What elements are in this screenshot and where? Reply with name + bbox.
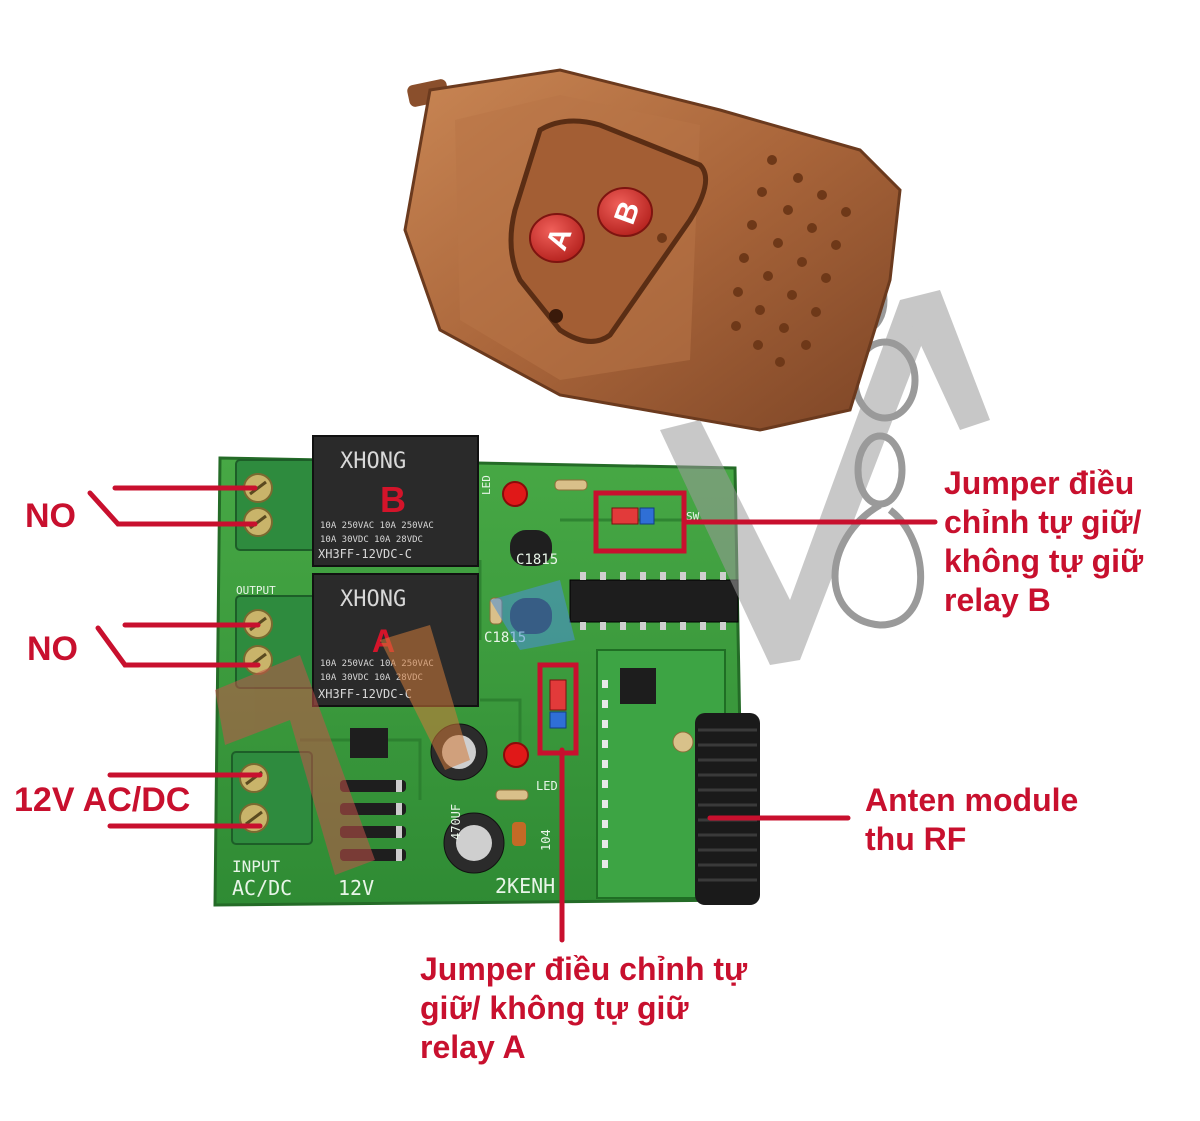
silkscreen-470uf: 470UF <box>449 804 463 840</box>
power-label: 12V AC/DC <box>14 781 191 819</box>
jumper-a-label-line-3: relay A <box>420 1029 526 1066</box>
silkscreen-acdc: AC/DC <box>232 876 292 900</box>
jumper-a[interactable] <box>549 679 567 729</box>
jumper-b[interactable] <box>611 507 655 525</box>
jumper-b-label-line-4: relay B <box>944 582 1051 619</box>
jumper-b-label-line-2: chỉnh tự giữ/ <box>944 504 1142 541</box>
relay-a-rating-1: 10A 250VAC 10A 250VAC <box>320 659 434 669</box>
input-terminal-block <box>231 751 313 845</box>
silkscreen-input: INPUT <box>232 857 281 876</box>
jumper-b-label-line-1: Jumper điều <box>944 465 1135 501</box>
antenna-label: Anten module thu RF <box>865 781 1078 859</box>
relay-b: XHONG B 10A 250VAC 10A 250VAC 10A 30VDC … <box>312 435 479 567</box>
remote-button-b[interactable]: B <box>597 187 653 237</box>
silkscreen-2kenh: 2KENH <box>495 874 555 898</box>
jumper-a-label-line-2: giữ/ không tự giữ <box>420 990 689 1027</box>
silkscreen-104: 104 <box>539 829 553 851</box>
antenna-label-line-1: Anten module <box>865 782 1079 818</box>
silkscreen-c1815-a: C1815 <box>516 552 558 568</box>
ic-chip <box>569 572 739 630</box>
jumper-b-label: Jumper điều chỉnh tự giữ/ không tự giữ r… <box>944 464 1143 620</box>
relay-a-rating-2: 10A 30VDC 10A 28VDC <box>320 673 423 683</box>
relay-b-brand: XHONG <box>340 449 406 474</box>
no-label-top: NO <box>25 497 76 535</box>
silkscreen-output: OUTPUT <box>236 584 276 597</box>
remote-control: A B <box>403 68 925 629</box>
regulator-icon <box>350 728 388 758</box>
jumper-a-label: Jumper điều chỉnh tự giữ/ không tự giữ r… <box>420 950 747 1067</box>
jumper-b-highlight <box>593 490 687 554</box>
antenna-coil <box>695 713 760 905</box>
no-label-bottom: NO <box>27 630 78 668</box>
remote-led <box>549 309 563 323</box>
relay-a-model: XH3FF-12VDC-C <box>318 687 412 701</box>
relay-a: XHONG A 10A 250VAC 10A 250VAC 10A 30VDC … <box>312 573 479 707</box>
antenna-label-line-2: thu RF <box>865 821 967 858</box>
jumper-b-label-line-3: không tự giữ <box>944 543 1144 580</box>
relay-b-model: XH3FF-12VDC-C <box>318 547 412 561</box>
silkscreen-led-bottom: LED <box>536 779 558 793</box>
annotation-lines <box>87 485 938 943</box>
jumper-a-highlight <box>537 662 579 756</box>
relay-a-brand: XHONG <box>340 587 406 612</box>
relay-b-marker: B <box>380 479 406 520</box>
relay-b-rating-2: 10A 30VDC 10A 28VDC <box>320 535 423 545</box>
watermark <box>215 290 990 875</box>
remote-grip-dots <box>731 155 851 367</box>
relay-b-rating-1: 10A 250VAC 10A 250VAC <box>320 521 434 531</box>
silkscreen-led-top: LED <box>480 475 493 495</box>
silkscreen-12v: 12V <box>338 876 374 900</box>
led-icon <box>502 481 529 768</box>
remote-button-a[interactable]: A <box>529 213 585 263</box>
jumper-a-label-line-1: Jumper điều chỉnh tự <box>420 951 748 987</box>
